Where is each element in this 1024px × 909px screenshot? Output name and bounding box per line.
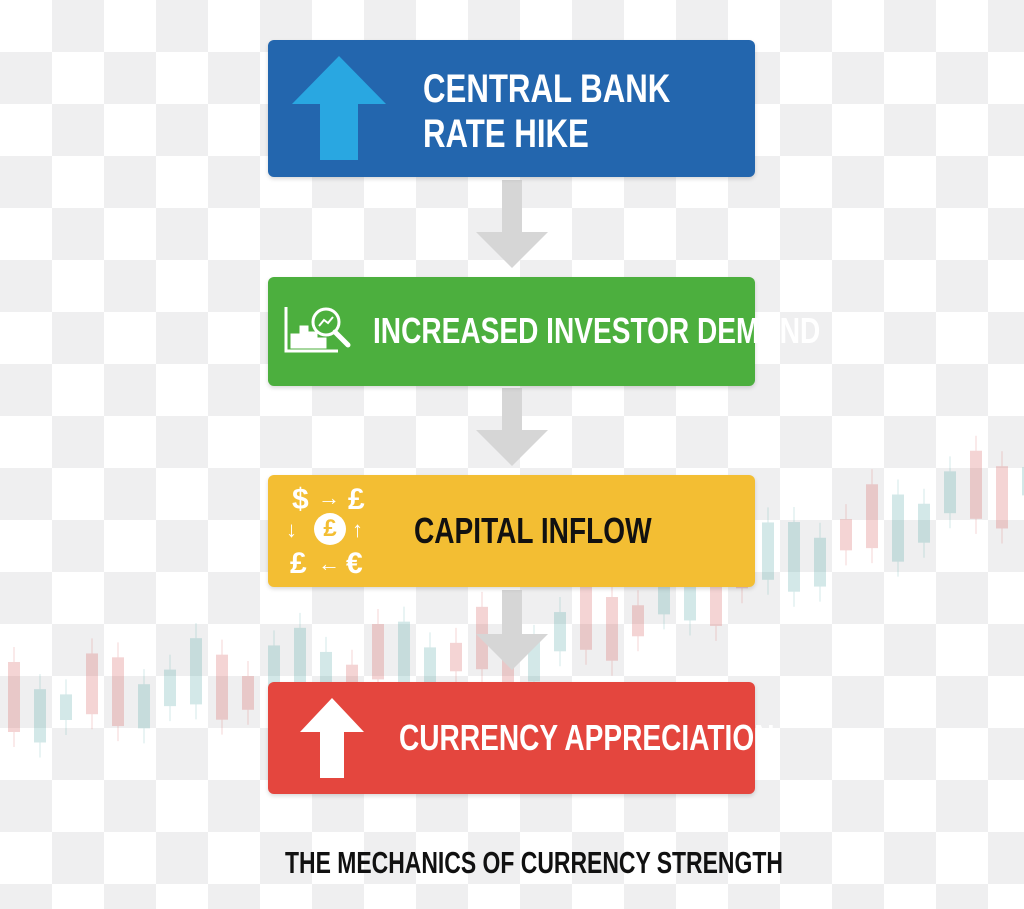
candle-body [554, 612, 566, 652]
candle-body [242, 675, 254, 710]
candle-body [918, 503, 930, 543]
candle-body [450, 642, 462, 672]
currency-exchange-icon: $ → £ ↓ £ ↑ £ ← € [286, 483, 376, 580]
candle-body [294, 627, 306, 698]
euro-symbol: € [346, 547, 363, 580]
step-capital-inflow: $ → £ ↓ £ ↑ £ ← € CAPITAL INFLOW [268, 475, 755, 587]
candle-body [34, 689, 46, 743]
step-central-bank-rate-hike: CENTRAL BANK RATE HIKE [268, 40, 755, 177]
pound-symbol: £ [290, 547, 307, 580]
candle-body [970, 450, 982, 519]
pound-symbol: £ [348, 483, 365, 516]
step-increased-investor-demand: INCREASED INVESTOR DEMAND [268, 277, 820, 386]
step-title-line1: CENTRAL BANK [423, 67, 671, 111]
candle-body [8, 662, 20, 732]
candle-body [840, 519, 852, 551]
connector-arrow-1 [476, 180, 548, 268]
candle-body [190, 638, 202, 705]
candle-body [86, 653, 98, 715]
step-currency-appreciation: CURRENCY APPRECIATION [268, 682, 774, 794]
pound-coin: £ [314, 513, 346, 545]
candle-body [814, 537, 826, 587]
candle-body [866, 484, 878, 549]
candle-body [580, 582, 592, 650]
arrow-down-icon: ↓ [286, 517, 297, 542]
candle-body [138, 684, 150, 729]
connector-arrow-2 [476, 388, 548, 466]
step-title: CAPITAL INFLOW [414, 510, 652, 551]
arrow-right-icon: → [318, 485, 340, 510]
diagram-caption: THE MECHANICS OF CURRENCY STRENGTH [285, 845, 783, 880]
arrow-up-icon [300, 698, 364, 778]
candle-body [788, 522, 800, 592]
candle-body [632, 605, 644, 637]
step-title-line2: RATE HIKE [423, 111, 589, 156]
candle-body [944, 471, 956, 514]
step-title: INCREASED INVESTOR DEMAND [373, 310, 821, 351]
step-title: CURRENCY APPRECIATION [399, 717, 775, 758]
candle-body [398, 621, 410, 692]
candle-body [606, 597, 618, 661]
connector-arrow-3 [476, 590, 548, 670]
arrow-up-icon [292, 56, 386, 160]
chart-magnifier-icon [284, 307, 351, 353]
arrow-up-small-icon: ↑ [352, 517, 363, 542]
candle-body [1022, 467, 1024, 496]
candle-body [996, 466, 1008, 529]
candle-body [762, 522, 774, 580]
arrow-left-icon: ← [318, 551, 340, 576]
candle-body [216, 654, 228, 720]
candle-body [346, 664, 358, 688]
candle-body [60, 694, 72, 720]
candle-body [164, 669, 176, 707]
candle-body [112, 657, 124, 727]
dollar-symbol: $ [292, 483, 309, 516]
candle-body [372, 623, 384, 680]
candle-body [892, 494, 904, 562]
candle-body [268, 645, 280, 693]
